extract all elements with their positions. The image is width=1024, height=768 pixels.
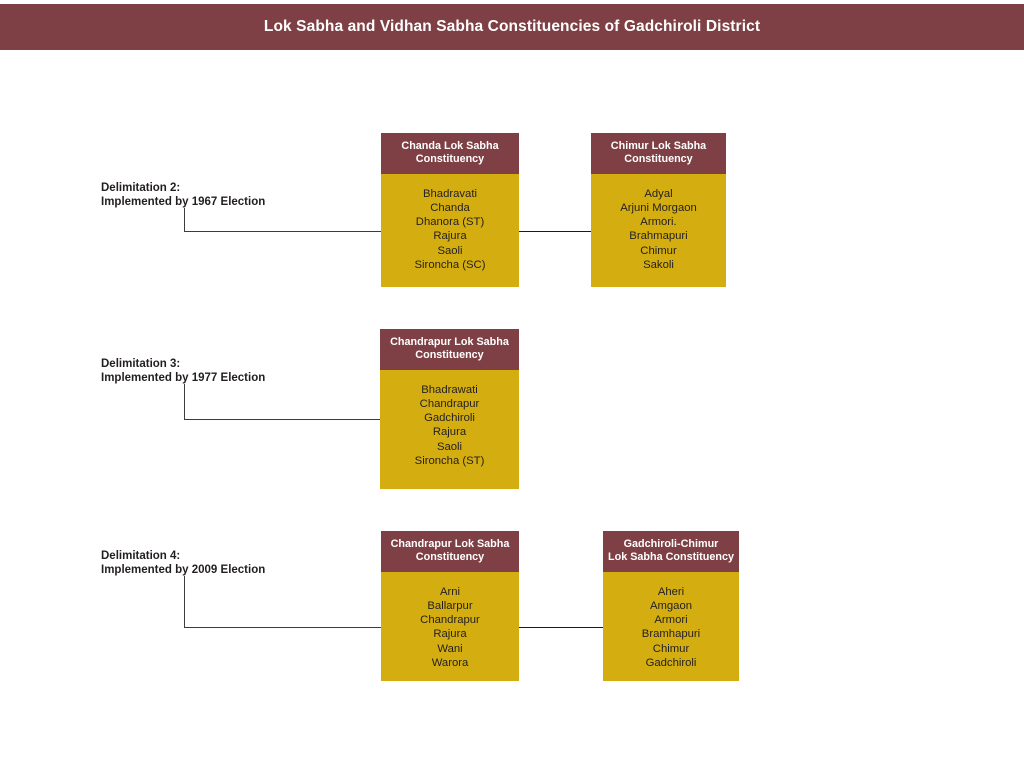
seat-item: Armori (654, 614, 688, 627)
box-title-line-1: Gadchiroli-Chimur (623, 538, 719, 550)
seat-item: Rajura (432, 426, 467, 439)
page-title: Lok Sabha and Vidhan Sabha Constituencie… (263, 18, 761, 35)
box-seat-list: Adyal Arjuni Morgaon Armori. Brahmapuri … (591, 174, 726, 287)
box-title-line-2: Lok Sabha Constituency (608, 551, 734, 564)
box-title-line-1: Chimur Lok Sabha (610, 140, 707, 152)
constituency-box-chandrapur-lok-sabha-1977[interactable]: Chandrapur Lok Sabha Constituency Bhadra… (380, 329, 519, 489)
seat-item: Brahmapuri (629, 230, 688, 243)
box-header: Chandrapur Lok Sabha Constituency (381, 531, 519, 572)
row-label-line-1: Delimitation 2: (101, 182, 181, 194)
seat-item: Arjuni Morgaon (620, 202, 697, 215)
seat-item: Gadchiroli (424, 412, 475, 425)
box-title-line-2: Constituency (624, 153, 693, 166)
seat-item: Sironcha (ST) (414, 454, 485, 467)
row-label-line-2: Implemented by 2009 Election (101, 564, 266, 577)
box-title-line-1: Chandrapur Lok Sabha (390, 538, 510, 550)
box-header: Chanda Lok Sabha Constituency (381, 133, 519, 174)
seat-item: Rajura (433, 628, 467, 641)
constituency-box-chandrapur-lok-sabha-2009[interactable]: Chandrapur Lok Sabha Constituency Arni B… (381, 531, 519, 681)
seat-item: Sakoli (643, 258, 674, 271)
row-label-delimitation-3: Delimitation 3: Implemented by 1977 Elec… (101, 357, 265, 385)
row-label-line-1: Delimitation 4: (101, 550, 181, 562)
seat-item: Chimur (640, 244, 677, 257)
row-label-line-1: Delimitation 3: (101, 358, 181, 370)
row-label-line-2: Implemented by 1967 Election (101, 196, 266, 209)
seat-item: Bhadravati (422, 187, 477, 200)
connector-elbow-row-3 (184, 576, 382, 628)
box-seat-list: Aheri Amgaon Armori Bramhapuri Chimur Ga… (603, 572, 739, 681)
box-seat-list: Bhadravati Chanda Dhanora (ST) Rajura Sa… (381, 174, 519, 287)
seat-item: Gadchiroli (645, 656, 697, 669)
box-header: Gadchiroli-Chimur Lok Sabha Constituency (603, 531, 739, 572)
box-title-line-2: Constituency (415, 349, 484, 362)
box-seat-list: Arni Ballarpur Chandrapur Rajura Wani Wa… (381, 572, 519, 681)
seat-item: Chimur (652, 642, 690, 655)
box-title-line-1: Chanda Lok Sabha (401, 140, 499, 152)
seat-item: Rajura (433, 230, 467, 243)
seat-item: Bhadrawati (421, 383, 478, 396)
constituency-box-chimur-lok-sabha[interactable]: Chimur Lok Sabha Constituency Adyal Arju… (591, 133, 726, 287)
box-title-line-2: Constituency (415, 153, 485, 166)
connector-elbow-row-2 (184, 384, 381, 420)
seat-item: Dhanora (ST) (415, 216, 485, 229)
page-title-banner: Lok Sabha and Vidhan Sabha Constituencie… (0, 4, 1024, 50)
seat-item: Warora (431, 656, 469, 669)
row-label-line-2: Implemented by 1977 Election (101, 372, 266, 385)
seat-item: Aheri (657, 585, 685, 598)
constituency-box-gadchiroli-chimur-lok-sabha[interactable]: Gadchiroli-Chimur Lok Sabha Constituency… (603, 531, 739, 681)
seat-item: Ballarpur (427, 600, 473, 613)
constituency-box-chanda-lok-sabha[interactable]: Chanda Lok Sabha Constituency Bhadravati… (381, 133, 519, 287)
seat-item: Sironcha (SC) (414, 258, 486, 271)
box-seat-list: Bhadrawati Chandrapur Gadchiroli Rajura … (380, 370, 519, 489)
seat-item: Saoli (436, 440, 463, 453)
seat-item: Saoli (437, 244, 463, 257)
seat-item: Amgaon (649, 600, 693, 613)
box-header: Chimur Lok Sabha Constituency (591, 133, 726, 174)
row-label-delimitation-4: Delimitation 4: Implemented by 2009 Elec… (101, 549, 265, 577)
seat-item: Arni (439, 585, 461, 598)
seat-item: Chandrapur (420, 614, 480, 627)
seat-item: Bramhapuri (641, 628, 701, 641)
seat-item: Chandrapur (419, 398, 480, 411)
box-header: Chandrapur Lok Sabha Constituency (380, 329, 519, 370)
seat-item: Adyal (644, 187, 673, 200)
box-title-line-1: Chandrapur Lok Sabha (390, 336, 509, 348)
connector-between-boxes-row-3 (519, 627, 603, 628)
seat-item: Wani (437, 642, 463, 655)
row-label-delimitation-2: Delimitation 2: Implemented by 1967 Elec… (101, 181, 265, 209)
seat-item: Chanda (430, 202, 470, 215)
seat-item: Armori. (640, 216, 677, 229)
connector-between-boxes-row-1 (519, 231, 591, 232)
connector-elbow-row-1 (184, 208, 382, 232)
box-title-line-2: Constituency (415, 551, 485, 564)
